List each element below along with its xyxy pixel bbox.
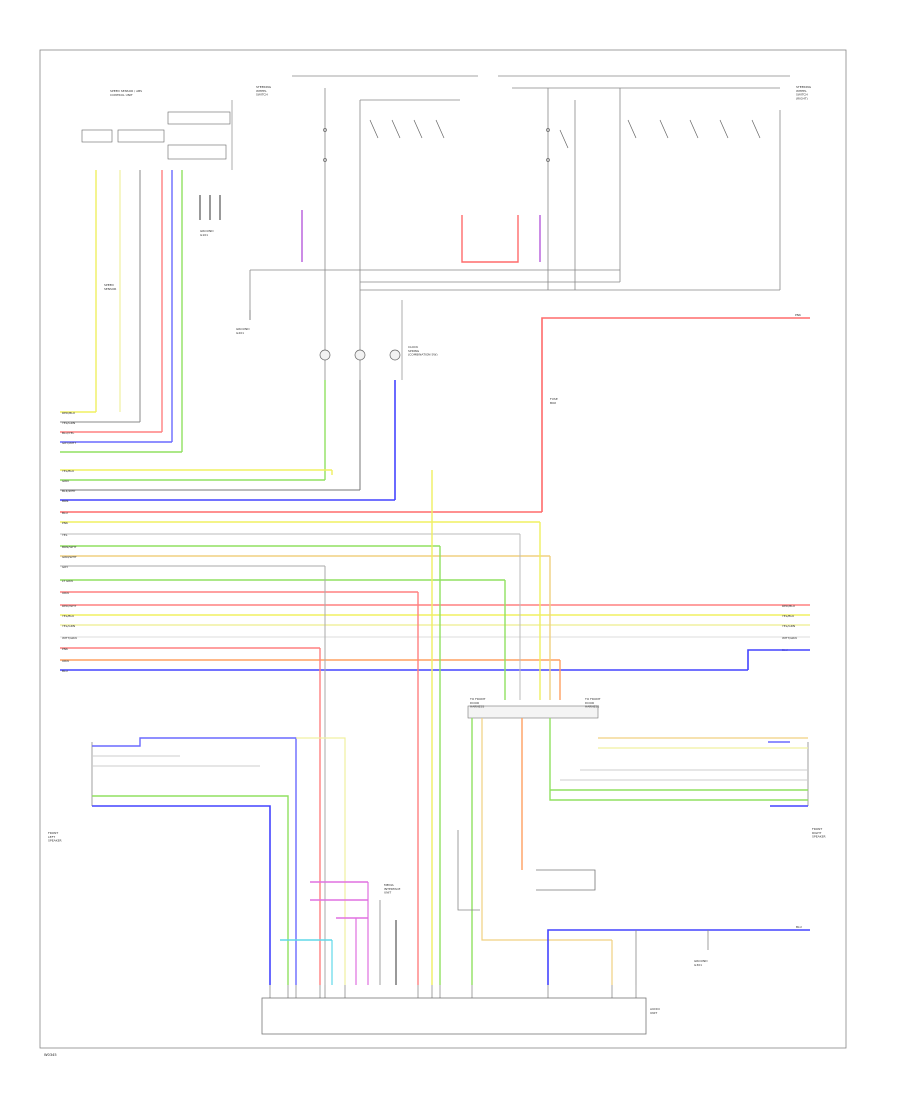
bus-label: YEL/GRN [62,421,75,425]
bus-label: YEL/BLU [62,469,74,473]
lower-center-wiring [457,718,810,985]
right-bus-labels: RED/BLU YEL/BLU YEL/GRN WHT/GRN BLU [782,604,797,652]
bus-label: BLU/YEL [62,431,75,435]
top-switch-rails [249,75,790,380]
bus-label: GRY [62,565,68,569]
bus-label: RED/BLU [62,411,75,415]
switch-contacts [323,119,761,162]
bus-label: BRN [62,499,68,503]
bus-label: WHT/GRN [782,636,797,640]
top-left-fuses [199,195,221,220]
bus-label: PNK [62,521,69,525]
bus-label: LT GRN [62,579,73,583]
bottom-right-label: BLU [796,925,802,929]
right-top-label: PNK [795,313,802,317]
bus-label: YEL [62,533,68,537]
bus-label: RED/WHT [62,604,77,608]
bus-label: YEL/BLU [62,614,74,618]
red-loop-wire [461,215,519,263]
left-bus [60,469,810,671]
vertical-drops [319,470,561,985]
bus-label: RED/BLU [782,604,795,608]
bus-label: WHT/GRN [62,636,77,640]
bus-label: ORN [62,591,69,595]
bus-label: YEL/GRN [782,624,795,628]
bus-label: YEL/GRN [62,624,75,628]
diagram-frame [39,49,847,1049]
bus-label: BLU [62,511,68,515]
bus-label: BRN/WHT [62,545,77,549]
bus-label: BLK/WHT [62,489,76,493]
left-bus-labels: RED/BLU YEL/GRN BLU/YEL GRY/WHT YEL/BLU … [62,411,77,673]
bus-label: ORN [62,659,69,663]
bus-label: PNK [62,647,69,651]
bus-label: YEL/BLU [782,614,794,618]
clock-spring-connectors [319,349,401,361]
bus-label: GRN/WHT [62,555,77,559]
bus-label: BLU [62,669,68,673]
bus-label: GRN [62,479,69,483]
footer-code: W0345 [44,1053,57,1057]
pink-power-wire [541,317,810,512]
bus-label: GRY/WHT [62,441,76,445]
